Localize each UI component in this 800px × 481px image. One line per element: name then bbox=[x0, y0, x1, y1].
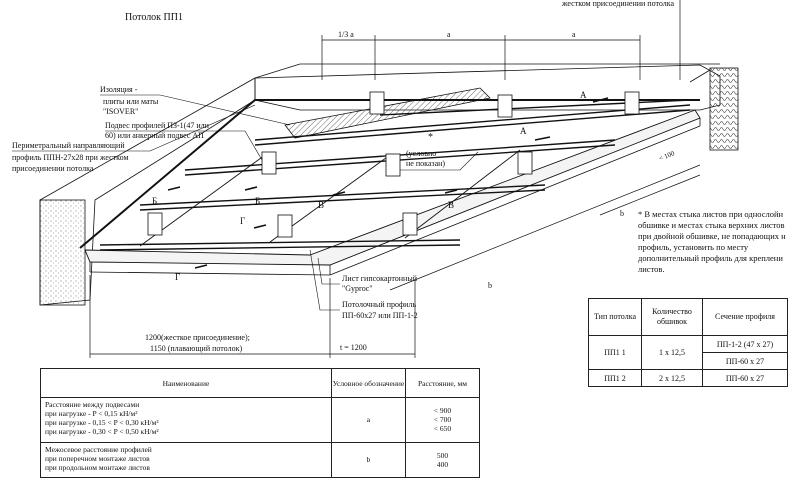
section-header: Сечение профиля bbox=[702, 298, 788, 336]
spacing-table: Наименование Условное обозначение Рассто… bbox=[40, 368, 481, 479]
back-wall bbox=[254, 64, 721, 111]
svg-text:Подвес профилей ПЗ-1(47 или: Подвес профилей ПЗ-1(47 или bbox=[105, 121, 210, 130]
dim-a1: a bbox=[447, 30, 451, 39]
count-header: Количество обшивок bbox=[641, 298, 703, 336]
callout-conditional: (условно не показан) bbox=[400, 149, 479, 171]
svg-text:ПП-60х27 или ПП-1-2: ПП-60х27 или ПП-1-2 bbox=[342, 311, 418, 320]
dim-lt100: < 100 bbox=[658, 149, 676, 163]
svg-text:60) или анкерный подвес АП: 60) или анкерный подвес АП bbox=[105, 131, 204, 140]
joint-note: * В местах стыка листов при однослойн об… bbox=[638, 209, 786, 274]
type-header: Тип потолка bbox=[588, 298, 642, 336]
svg-text:присоединении потолка: присоединении потолка bbox=[12, 164, 94, 173]
svg-text:плиты или маты: плиты или маты bbox=[103, 97, 159, 106]
top-dimensions bbox=[321, 35, 641, 80]
section-mark-g1: Г bbox=[240, 216, 245, 226]
callout-perimeter: Периметральный направляющий профиль ППН-… bbox=[12, 104, 256, 173]
svg-text:Потолочный профиль: Потолочный профиль bbox=[342, 300, 416, 309]
perimeter-profile bbox=[79, 99, 700, 249]
svg-text:не показан): не показан) bbox=[406, 159, 445, 168]
callout-hanger: Подвес профилей ПЗ-1(47 или 60) или анке… bbox=[105, 121, 263, 161]
section-marks bbox=[167, 97, 609, 269]
left-wall-section bbox=[39, 199, 86, 306]
dim-1150: 1150 (плавающий потолок) bbox=[150, 344, 242, 353]
table-row: Расстояние между подвесами при нагрузке … bbox=[40, 397, 481, 443]
drawing-title: Потолок ПП1 bbox=[125, 12, 183, 23]
callout-insulation: Изоляция - плиты или маты "ISOVER" bbox=[100, 85, 291, 126]
top-right-label: жестком присоединении потолка bbox=[561, 0, 675, 8]
dim-1200: 1200(жесткое присоединение); bbox=[145, 333, 250, 342]
section-mark-b1: Б bbox=[152, 196, 157, 206]
symbol-header: Условное обозначение bbox=[330, 368, 406, 398]
bottom-dimensions bbox=[89, 275, 416, 358]
ceiling-type-table: Тип потолка Количество обшивок Сечение п… bbox=[588, 298, 788, 387]
section-mark-a2: А bbox=[520, 126, 527, 136]
table-row: ПП1 1 1 х 12,5 ПП-1-2 (47 х 27) bbox=[588, 335, 788, 370]
section-mark-v1: В bbox=[318, 200, 324, 210]
section-mark-v2: В bbox=[448, 200, 454, 210]
svg-text:"Gyproc": "Gyproc" bbox=[342, 284, 373, 293]
dim-b2: b bbox=[488, 281, 492, 290]
name-header: Наименование bbox=[40, 368, 332, 398]
table-row: ПП1 2 2 х 12,5 ПП-60 х 27 bbox=[588, 369, 788, 387]
hangers bbox=[147, 91, 640, 238]
asterisk-mark: * bbox=[428, 132, 433, 143]
dim-b1: b bbox=[620, 209, 624, 218]
svg-text:Изоляция -: Изоляция - bbox=[100, 85, 138, 94]
svg-text:(условно: (условно bbox=[406, 149, 436, 158]
insulation-slab bbox=[284, 87, 491, 139]
svg-text:Периметральный направляющий: Периметральный направляющий bbox=[12, 141, 125, 150]
dim-third-a: 1/3 a bbox=[338, 30, 354, 39]
right-wall-insulation bbox=[709, 67, 739, 151]
section-mark-a1: А bbox=[580, 90, 587, 100]
table-row: Межосевое расстояние профилей при попере… bbox=[40, 441, 481, 479]
svg-text:"ISOVER": "ISOVER" bbox=[103, 107, 138, 116]
section-mark-b2: Б bbox=[255, 196, 260, 206]
callout-ceiling-profile: Потолочный профиль ПП-60х27 или ПП-1-2 bbox=[309, 249, 418, 320]
dim-t1200: t = 1200 bbox=[340, 343, 367, 352]
callout-board: Лист гипсокартонный "Gyproc" bbox=[317, 257, 418, 293]
section-mark-g2: Г bbox=[175, 272, 180, 282]
right-dimensions bbox=[389, 164, 701, 291]
svg-text:Лист гипсокартонный: Лист гипсокартонный bbox=[342, 274, 418, 283]
svg-text:профиль ППН-27х28 при жестком: профиль ППН-27х28 при жестком bbox=[12, 153, 129, 162]
distance-header: Расстояние, мм bbox=[404, 368, 481, 398]
dim-a2: a bbox=[572, 30, 576, 39]
